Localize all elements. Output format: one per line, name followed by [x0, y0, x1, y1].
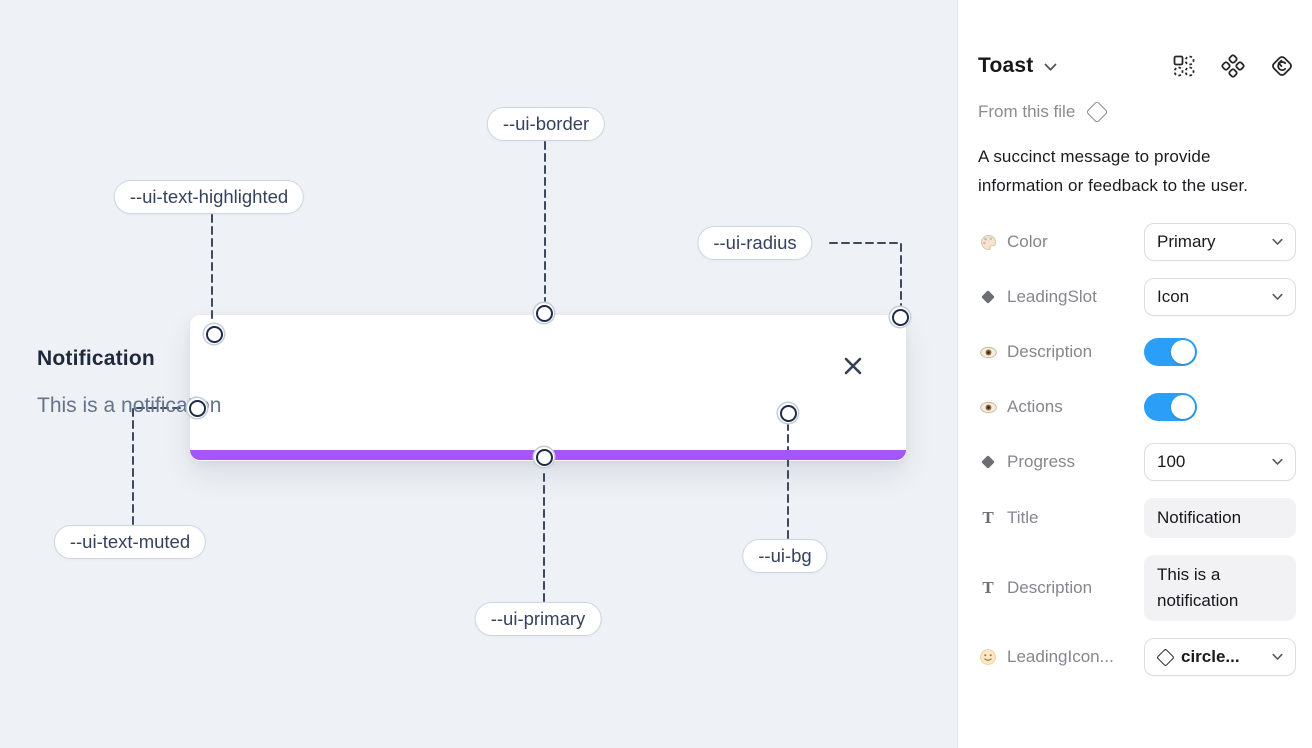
instance-swap-icon[interactable] — [1172, 54, 1196, 78]
wire-ui-text-muted — [132, 407, 186, 525]
property-row-leadingslot: LeadingSlot Icon — [978, 278, 1296, 316]
diamond-icon — [978, 452, 998, 472]
smiley-icon — [978, 647, 998, 667]
property-label: Title — [1007, 508, 1039, 527]
property-label: Progress — [1007, 452, 1076, 471]
close-icon[interactable] — [842, 355, 864, 377]
description-toggle[interactable] — [1144, 338, 1197, 366]
toast-description: This is a notification — [37, 394, 222, 417]
header-icon-group — [1172, 54, 1296, 78]
diamond-icon — [1156, 647, 1175, 667]
leadingicon-dropdown[interactable]: circle... — [1144, 638, 1296, 676]
palette-icon — [978, 232, 998, 252]
label-ui-text-highlighted[interactable]: --ui-text-highlighted — [113, 180, 305, 214]
title-field[interactable]: Notification — [1144, 498, 1296, 538]
chevron-down-icon — [1272, 653, 1283, 660]
property-row-description-toggle: Description — [978, 333, 1296, 371]
chevron-down-icon — [1272, 238, 1283, 245]
connector-ui-text-highlighted[interactable] — [204, 324, 224, 344]
diamond-icon — [1085, 100, 1109, 124]
progress-dropdown[interactable]: 100 — [1144, 443, 1296, 481]
connector-ui-radius[interactable] — [890, 307, 910, 327]
annotation-wires — [132, 141, 902, 602]
property-label: Actions — [1007, 397, 1063, 416]
property-label: LeadingIcon... — [1007, 647, 1114, 666]
label-ui-text-muted[interactable]: --ui-text-muted — [53, 525, 207, 559]
property-label: Description — [1007, 342, 1093, 361]
label-ui-primary[interactable]: --ui-primary — [474, 602, 602, 636]
label-ui-border[interactable]: --ui-border — [486, 107, 606, 141]
source-row: From this file — [978, 100, 1296, 124]
property-rows: Color Primary LeadingSlot — [978, 223, 1296, 676]
connector-ui-primary[interactable] — [534, 447, 554, 467]
properties-panel: Toast — [957, 0, 1312, 748]
color-dropdown[interactable]: Primary — [1144, 223, 1296, 261]
source-label: From this file — [978, 102, 1076, 121]
property-row-description-text: T Description This is a notification — [978, 555, 1296, 621]
wire-ui-radius — [829, 242, 902, 306]
property-row-actions-toggle: Actions — [978, 388, 1296, 426]
connector-ui-bg[interactable] — [778, 403, 798, 423]
storybook-icon[interactable] — [1270, 54, 1294, 78]
component-icon[interactable] — [1221, 54, 1245, 78]
property-row-title: T Title Notification — [978, 498, 1296, 538]
diamond-icon — [978, 287, 998, 307]
chevron-down-icon[interactable] — [1044, 63, 1057, 72]
label-ui-radius[interactable]: --ui-radius — [697, 226, 813, 260]
toast-title: Notification — [37, 347, 155, 370]
property-row-progress: Progress 100 — [978, 443, 1296, 481]
toast-component-preview[interactable] — [190, 315, 906, 461]
design-canvas[interactable]: Notification This is a notification --ui… — [0, 0, 957, 748]
component-name: Toast — [978, 54, 1034, 77]
text-icon: T — [982, 508, 994, 527]
text-icon: T — [982, 578, 994, 597]
label-ui-bg[interactable]: --ui-bg — [742, 539, 828, 573]
property-row-color: Color Primary — [978, 223, 1296, 261]
connector-ui-border[interactable] — [534, 303, 554, 323]
actions-toggle[interactable] — [1144, 393, 1197, 421]
property-label: Color — [1007, 232, 1048, 251]
chevron-down-icon — [1272, 293, 1283, 300]
component-description: A succinct message to provide informatio… — [978, 147, 1249, 195]
property-row-leadingicon: LeadingIcon... circle... — [978, 638, 1296, 676]
connector-ui-text-muted[interactable] — [187, 398, 207, 418]
eye-icon — [978, 397, 998, 417]
eye-icon — [978, 342, 998, 362]
property-label: Description — [1007, 578, 1093, 597]
leadingslot-dropdown[interactable]: Icon — [1144, 278, 1296, 316]
property-label: LeadingSlot — [1007, 287, 1097, 306]
description-field[interactable]: This is a notification — [1144, 555, 1296, 621]
panel-header: Toast — [978, 54, 1296, 78]
chevron-down-icon — [1272, 458, 1283, 465]
